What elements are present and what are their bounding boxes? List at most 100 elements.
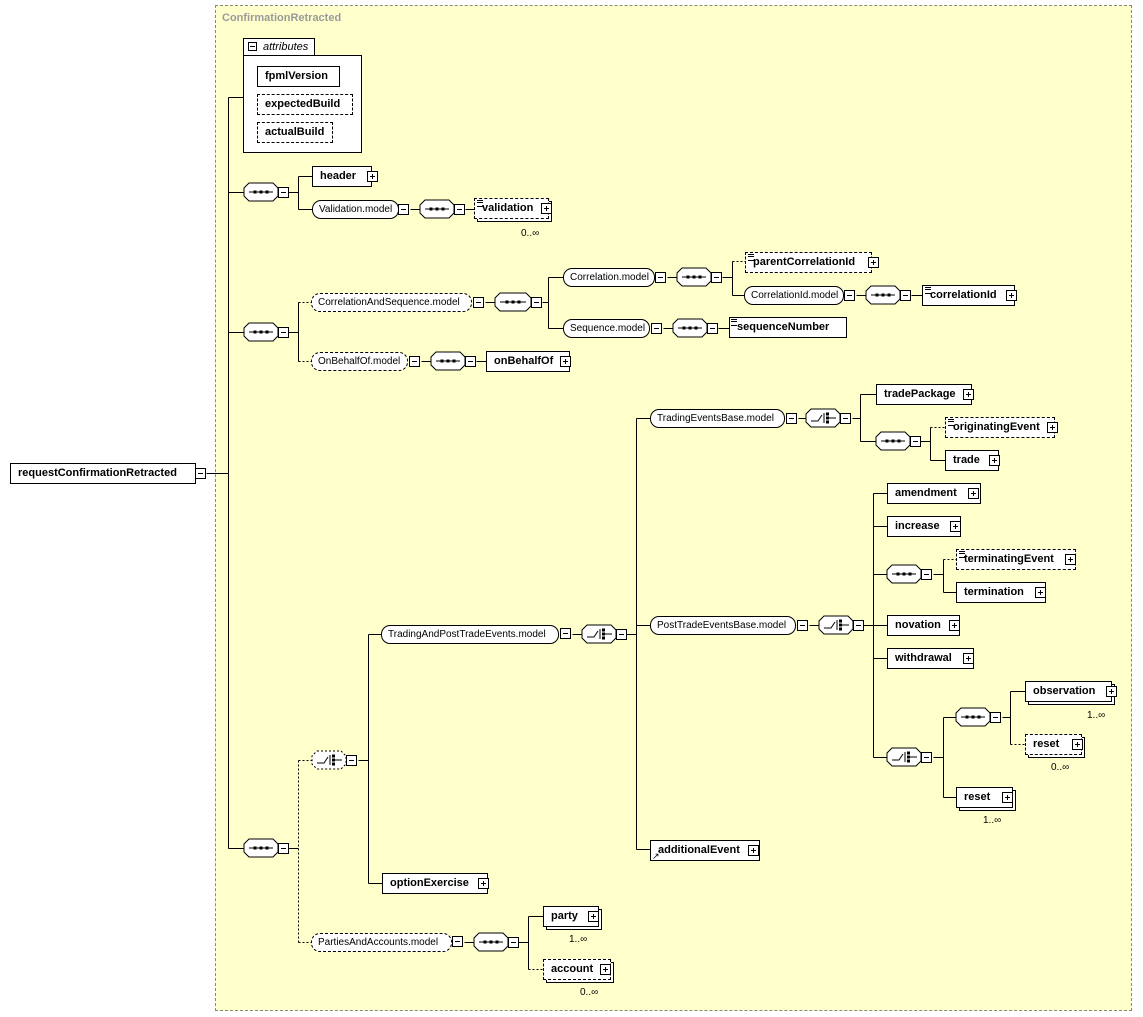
collapse-compositor-icon[interactable] — [910, 436, 921, 447]
collapse-compositor-icon[interactable] — [711, 272, 722, 283]
group-correlationandsequence-model[interactable]: CorrelationAndSequence.model — [311, 293, 472, 312]
expand-termination-icon[interactable] — [1035, 587, 1046, 598]
expand-correlationid-icon[interactable] — [1006, 290, 1017, 301]
collapse-tradingeventsbase-icon[interactable] — [786, 413, 797, 424]
collapse-correlationid-model-icon[interactable] — [844, 290, 855, 301]
group-partiesandaccounts-model[interactable]: PartiesAndAccounts.model — [311, 933, 452, 952]
group-tradingandposttradeevents-model[interactable]: TradingAndPostTradeEvents.model — [381, 625, 559, 644]
group-correlationid-model[interactable]: CorrelationId.model — [744, 286, 844, 305]
element-sequencenumber[interactable]: sequenceNumber — [729, 317, 847, 338]
collapse-correlation-model-icon[interactable] — [655, 272, 666, 283]
collapse-root-icon[interactable] — [195, 468, 206, 479]
element-observation[interactable]: observation — [1025, 681, 1112, 702]
attribute-expectedbuild[interactable]: expectedBuild — [257, 94, 353, 115]
expand-optionexercise-icon[interactable] — [478, 878, 489, 889]
element-correlationid[interactable]: correlationId — [922, 285, 1015, 306]
choice-compositor[interactable] — [805, 408, 841, 428]
expand-increase-icon[interactable] — [950, 521, 961, 532]
sequence-compositor[interactable] — [430, 351, 466, 371]
sequence-compositor[interactable] — [473, 932, 509, 952]
group-correlation-model[interactable]: Correlation.model — [563, 268, 655, 287]
sequence-compositor[interactable] — [875, 431, 911, 451]
element-header[interactable]: header — [312, 166, 372, 187]
expand-validation-icon[interactable] — [541, 203, 552, 214]
expand-tradepackage-icon[interactable] — [963, 389, 974, 400]
attribute-actualbuild[interactable]: actualBuild — [257, 122, 333, 143]
sequence-compositor[interactable] — [494, 292, 532, 312]
sequence-compositor[interactable] — [243, 182, 279, 202]
choice-compositor[interactable] — [818, 615, 854, 635]
collapse-compositor-icon[interactable] — [278, 187, 289, 198]
element-optionexercise[interactable]: optionExercise — [382, 873, 488, 894]
group-posttradeeventsbase-model[interactable]: PostTradeEventsBase.model — [650, 616, 796, 635]
expand-novation-icon[interactable] — [949, 620, 960, 631]
root-element-requestconfirmationretracted[interactable]: requestConfirmationRetracted — [10, 463, 196, 484]
collapse-compositor-icon[interactable] — [346, 755, 357, 766]
element-tradepackage[interactable]: tradePackage — [876, 384, 972, 405]
collapse-tradingandposttradeevents-icon[interactable] — [560, 628, 571, 639]
choice-compositor[interactable] — [581, 624, 617, 644]
expand-party-icon[interactable] — [588, 911, 599, 922]
collapse-compositor-icon[interactable] — [278, 843, 289, 854]
collapse-correlationandsequence-icon[interactable] — [473, 297, 484, 308]
element-originatingevent[interactable]: originatingEvent — [945, 417, 1055, 438]
choice-compositor[interactable] — [311, 750, 347, 770]
collapse-compositor-icon[interactable] — [921, 752, 932, 763]
element-increase[interactable]: increase — [887, 516, 961, 537]
collapse-compositor-icon[interactable] — [707, 323, 718, 334]
element-party[interactable]: party — [543, 906, 599, 927]
collapse-compositor-icon[interactable] — [900, 290, 911, 301]
element-reset[interactable]: reset — [956, 787, 1013, 808]
collapse-compositor-icon[interactable] — [508, 937, 519, 948]
element-account[interactable]: account — [543, 959, 611, 980]
expand-trade-icon[interactable] — [989, 455, 1000, 466]
sequence-compositor[interactable] — [243, 838, 279, 858]
sequence-compositor[interactable] — [955, 707, 991, 727]
element-parentcorrelationid[interactable]: parentCorrelationId — [745, 252, 872, 273]
collapse-posttradeeventsbase-icon[interactable] — [797, 620, 808, 631]
collapse-compositor-icon[interactable] — [278, 327, 289, 338]
expand-reset-icon[interactable] — [1002, 792, 1013, 803]
attribute-fpmlversion[interactable]: fpmlVersion — [257, 66, 340, 87]
element-onbehalfof[interactable]: onBehalfOf — [486, 351, 570, 372]
expand-account-icon[interactable] — [600, 964, 611, 975]
element-validation[interactable]: validation — [474, 198, 549, 219]
collapse-compositor-icon[interactable] — [531, 297, 542, 308]
sequence-compositor[interactable] — [886, 564, 922, 584]
sequence-compositor[interactable] — [243, 322, 279, 342]
collapse-attributes-icon[interactable] — [248, 42, 257, 51]
expand-parentcorrelationid-icon[interactable] — [868, 257, 879, 268]
sequence-compositor[interactable] — [672, 318, 708, 338]
collapse-compositor-icon[interactable] — [853, 620, 864, 631]
group-tradingeventsbase-model[interactable]: TradingEventsBase.model — [650, 409, 785, 428]
expand-header-icon[interactable] — [367, 171, 378, 182]
element-withdrawal[interactable]: withdrawal — [887, 648, 974, 669]
expand-terminatingevent-icon[interactable] — [1065, 554, 1076, 565]
element-trade[interactable]: trade — [945, 450, 999, 471]
expand-additionalevent-icon[interactable] — [748, 845, 759, 856]
expand-observation-icon[interactable] — [1106, 686, 1117, 697]
collapse-sequence-model-icon[interactable] — [651, 323, 662, 334]
element-terminatingevent[interactable]: terminatingEvent — [956, 549, 1076, 570]
collapse-compositor-icon[interactable] — [465, 356, 476, 367]
expand-originatingevent-icon[interactable] — [1047, 422, 1058, 433]
collapse-compositor-icon[interactable] — [840, 413, 851, 424]
group-onbehalfof-model[interactable]: OnBehalfOf.model — [311, 352, 408, 371]
expand-amendment-icon[interactable] — [968, 488, 979, 499]
element-amendment[interactable]: amendment — [887, 483, 981, 504]
element-reset-optional[interactable]: reset — [1025, 734, 1082, 755]
expand-reset-optional-icon[interactable] — [1072, 739, 1083, 750]
sequence-compositor[interactable] — [676, 267, 712, 287]
element-termination[interactable]: termination — [956, 582, 1046, 603]
element-novation[interactable]: novation — [887, 615, 960, 636]
sequence-compositor[interactable] — [419, 199, 455, 219]
collapse-onbehalfof-model-icon[interactable] — [409, 356, 420, 367]
group-sequence-model[interactable]: Sequence.model — [563, 319, 650, 338]
sequence-compositor[interactable] — [865, 285, 901, 305]
collapse-compositor-icon[interactable] — [616, 629, 627, 640]
collapse-compositor-icon[interactable] — [454, 204, 465, 215]
collapse-compositor-icon[interactable] — [990, 712, 1001, 723]
expand-withdrawal-icon[interactable] — [963, 653, 974, 664]
group-validation-model[interactable]: Validation.model — [312, 200, 399, 219]
collapse-validation-model-icon[interactable] — [398, 204, 409, 215]
